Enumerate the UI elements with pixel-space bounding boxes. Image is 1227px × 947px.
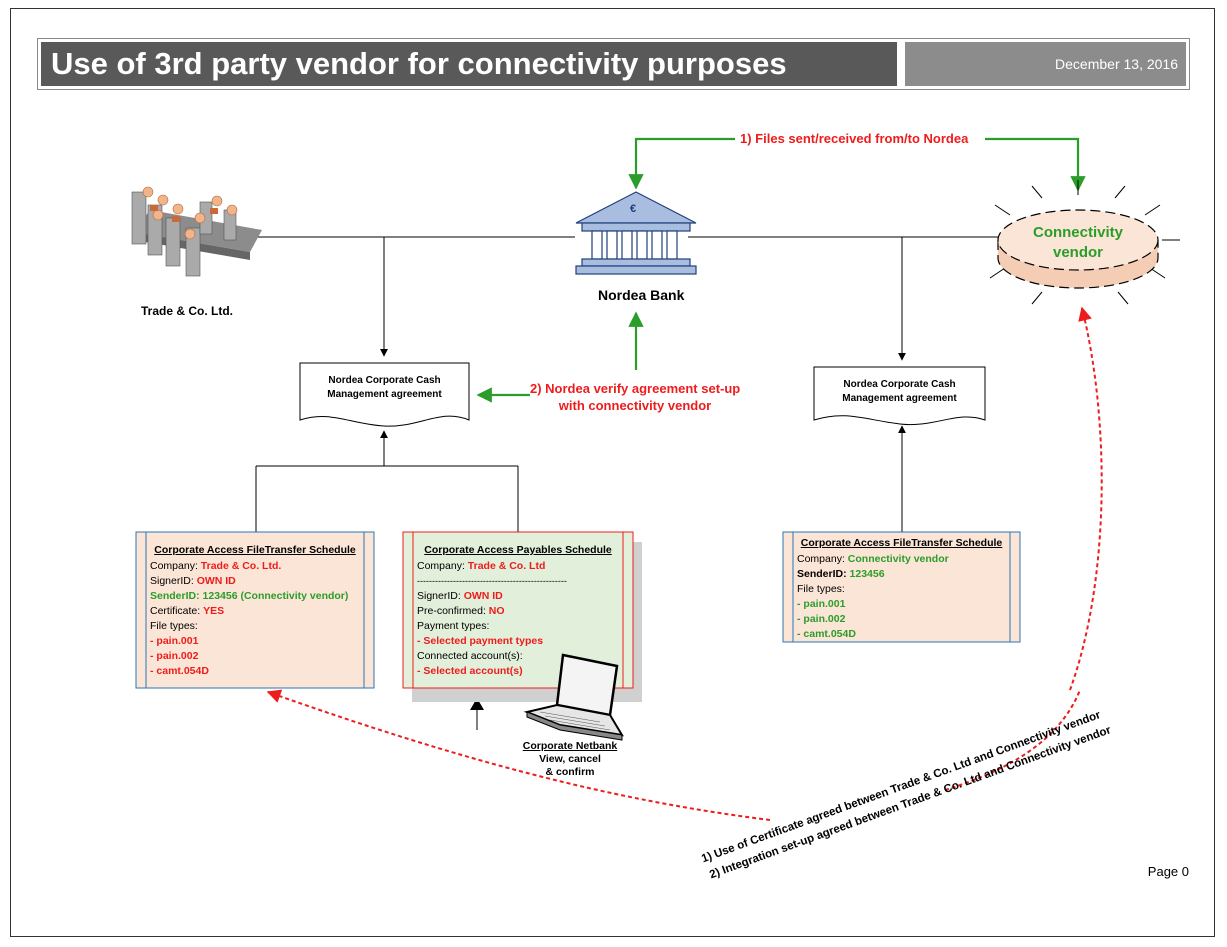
schedule-trade-title: Corporate Access FileTransfer Schedule (154, 544, 356, 556)
netbank-title: Corporate Netbank (522, 740, 618, 752)
schedule-payables-preconfirmed: Pre-confirmed: NO (417, 605, 505, 617)
schedule-vendor-file-type: - camt.054D (797, 628, 856, 640)
schedule-vendor-file-type: - pain.001 (797, 598, 846, 610)
schedule-vendor-file-types-label: File types: (797, 583, 845, 595)
agreement-left-line2: Management agreement (327, 389, 442, 400)
page-number: Page 0 (1147, 864, 1189, 879)
corporate-label: Trade & Co. Ltd. (141, 304, 234, 318)
vendor-label: Connectivity vendor (1028, 223, 1128, 263)
netbank-arrow-head (470, 698, 484, 710)
agreement-right-line2: Management agreement (842, 393, 957, 404)
meeting-people-icon (131, 186, 262, 277)
page-title: Use of 3rd party vendor for connectivity… (41, 42, 897, 86)
schedule-trade-certificate: Certificate: YES (150, 605, 225, 617)
schedule-trade-file-type: - camt.054D (150, 665, 209, 677)
files-flow-label: 1) Files sent/received from/to Nordea (738, 131, 971, 146)
verify-flow-label: 2) Nordea verify agreement set-up with c… (530, 380, 740, 414)
verify-flow-line2: with connectivity vendor (558, 398, 712, 413)
schedule-trade: Corporate Access FileTransfer Schedule C… (146, 543, 364, 685)
schedule-payables-company: Company: Trade & Co. Ltd (417, 560, 546, 572)
red-dashed-flows (266, 306, 1103, 821)
schedule-vendor: Corporate Access FileTransfer Schedule C… (793, 536, 1010, 640)
schedule-trade-file-types-label: File types: (150, 620, 198, 632)
vendor-label-line2: vendor (1052, 244, 1103, 261)
schedule-vendor-box (782, 531, 1021, 643)
schedule-payables-payment-types: - Selected payment types (417, 635, 544, 647)
agreement-label-left: Nordea Corporate Cash Management agreeme… (300, 374, 469, 402)
agreement-document-right (813, 366, 986, 426)
page-frame (10, 8, 1215, 937)
schedule-vendor-company: Company: Connectivity vendor (797, 553, 949, 565)
agreement-left-line1: Nordea Corporate Cash (328, 375, 441, 386)
schedule-payables-accounts-label: Connected account(s): (417, 650, 523, 662)
vendor-cylinder-icon (989, 180, 1180, 305)
date-label: December 13, 2016 (905, 42, 1186, 86)
agreement-label-right: Nordea Corporate Cash Management agreeme… (814, 378, 985, 406)
agreement-right-line1: Nordea Corporate Cash (843, 379, 956, 390)
schedule-payables-signer: SignerID: OWN ID (417, 590, 503, 602)
bank-building-icon (575, 191, 697, 275)
schedule-payables: Corporate Access Payables Schedule Compa… (413, 543, 623, 685)
verify-flow-line1: 2) Nordea verify agreement set-up (530, 381, 741, 396)
schedule-trade-file-type: - pain.001 (150, 635, 199, 647)
netbank-label: Corporate Netbank View, cancel & confirm (510, 740, 630, 779)
bank-label: Nordea Bank (598, 287, 685, 303)
laptop-icon (523, 653, 624, 741)
schedule-payables-title: Corporate Access Payables Schedule (424, 544, 612, 556)
netbank-line2: & confirm (545, 766, 595, 778)
euro-symbol: € (630, 203, 637, 215)
schedule-vendor-title: Corporate Access FileTransfer Schedule (800, 537, 1003, 549)
schedule-payables-payment-types-label: Payment types: (417, 620, 490, 632)
schedule-vendor-file-type: - pain.002 (797, 613, 846, 625)
netbank-line1: View, cancel (539, 753, 601, 765)
agreement-document-left (299, 362, 470, 427)
connector-lines (240, 236, 1005, 730)
schedule-trade-signer: SignerID: OWN ID (150, 575, 236, 587)
schedule-payables-accounts: - Selected account(s) (417, 665, 523, 677)
schedule-trade-sender: SenderID: 123456 (Connectivity vendor) (150, 590, 349, 602)
schedule-payables-separator: ----------------------------------------… (417, 576, 567, 586)
green-flows (476, 137, 1086, 403)
schedule-vendor-sender: SenderID: 123456 (797, 568, 885, 580)
vendor-label-line1: Connectivity (1032, 224, 1123, 241)
schedule-trade-company: Company: Trade & Co. Ltd. (150, 560, 282, 572)
schedule-trade-file-type: - pain.002 (150, 650, 199, 662)
schedule-trade-box (135, 531, 375, 689)
